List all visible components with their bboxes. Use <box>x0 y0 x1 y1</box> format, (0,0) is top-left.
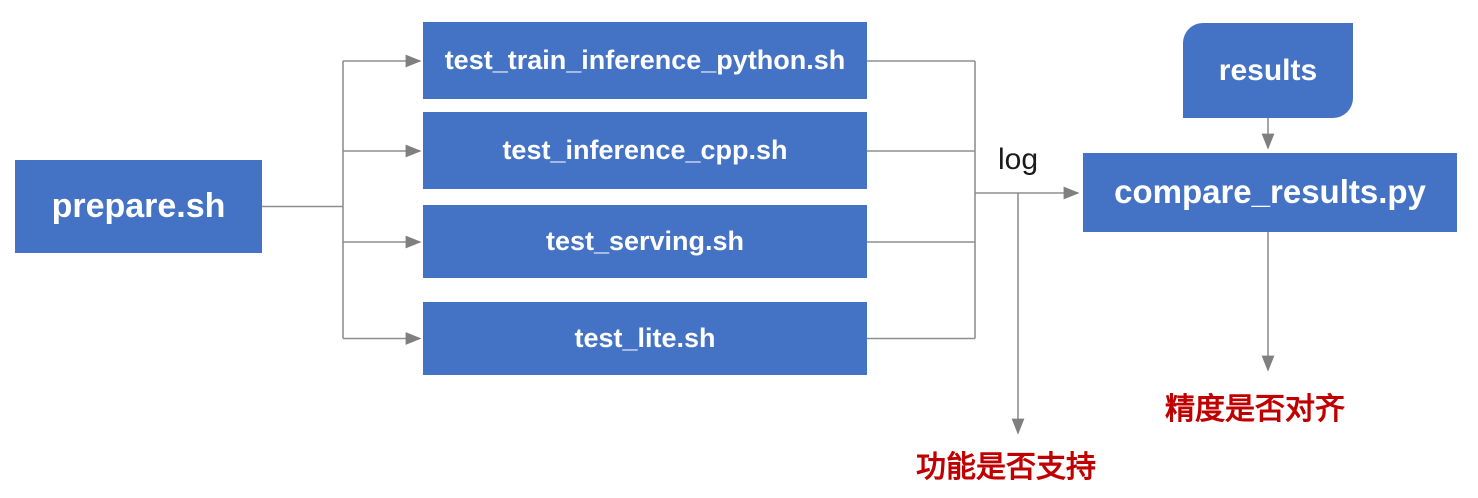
accuracy-aligned-label: 精度是否对齐 <box>1165 393 1345 426</box>
node-test-train-inference-python-sh: test_train_inference_python.sh <box>423 22 867 99</box>
node-test-inference-cpp-sh: test_inference_cpp.sh <box>423 112 867 189</box>
node-results: results <box>1183 23 1353 118</box>
node-compare-results-py: compare_results.py <box>1083 153 1457 232</box>
function-support-label: 功能是否支持 <box>916 451 1096 484</box>
log-label: log <box>997 143 1039 176</box>
node-prepare-sh: prepare.sh <box>15 160 262 253</box>
node-test-serving-sh: test_serving.sh <box>423 205 867 278</box>
node-test-lite-sh: test_lite.sh <box>423 302 867 375</box>
